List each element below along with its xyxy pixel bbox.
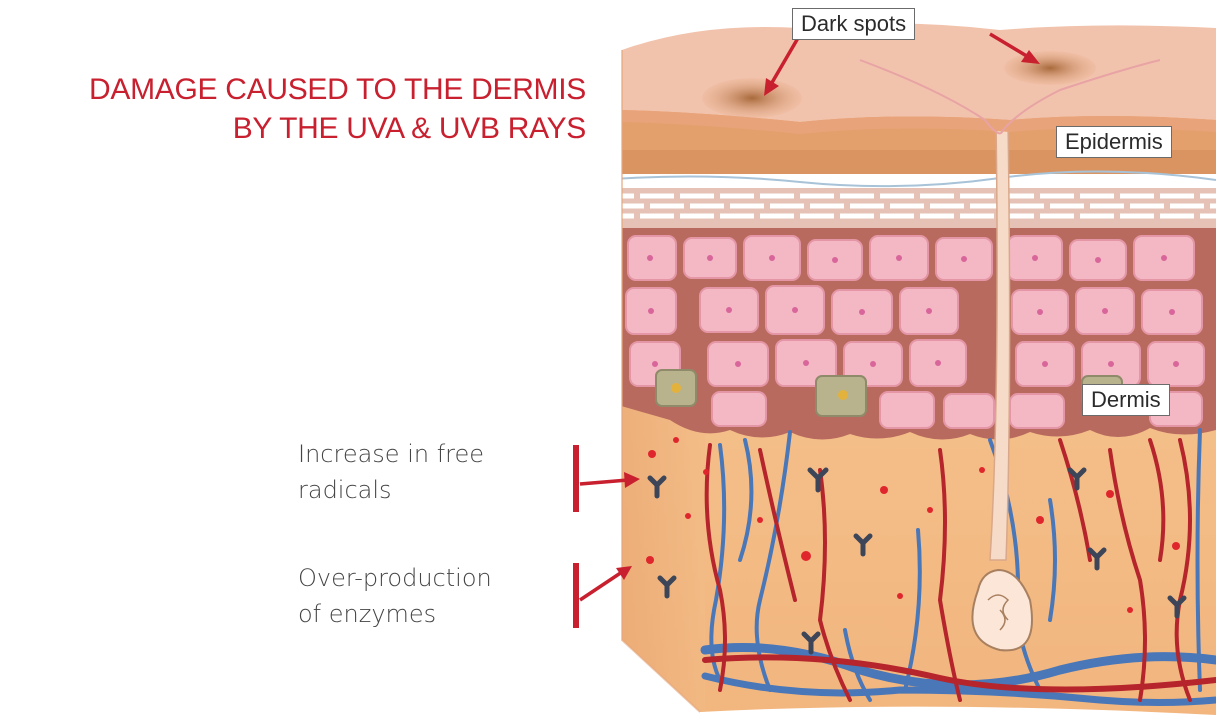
title-line-1: DAMAGE CAUSED TO THE DERMIS xyxy=(89,70,586,109)
note-free-radicals-line-1: Increase in free xyxy=(298,436,484,472)
note-free-radicals: Increase in free radicals xyxy=(298,436,484,508)
note-enzymes-line-1: Over-production xyxy=(298,560,492,596)
note-free-radicals-line-2: radicals xyxy=(298,472,484,508)
label-dark-spots: Dark spots xyxy=(792,8,915,40)
label-dermis: Dermis xyxy=(1082,384,1170,416)
title-line-2: BY THE UVA & UVB RAYS xyxy=(89,109,586,148)
note-enzymes-line-2: of enzymes xyxy=(298,596,492,632)
label-epidermis: Epidermis xyxy=(1056,126,1172,158)
note-enzymes: Over-production of enzymes xyxy=(298,560,492,632)
dark-spot-left xyxy=(702,78,802,118)
dark-spot-right xyxy=(1004,51,1096,85)
diagram-title: DAMAGE CAUSED TO THE DERMIS BY THE UVA &… xyxy=(89,70,586,148)
